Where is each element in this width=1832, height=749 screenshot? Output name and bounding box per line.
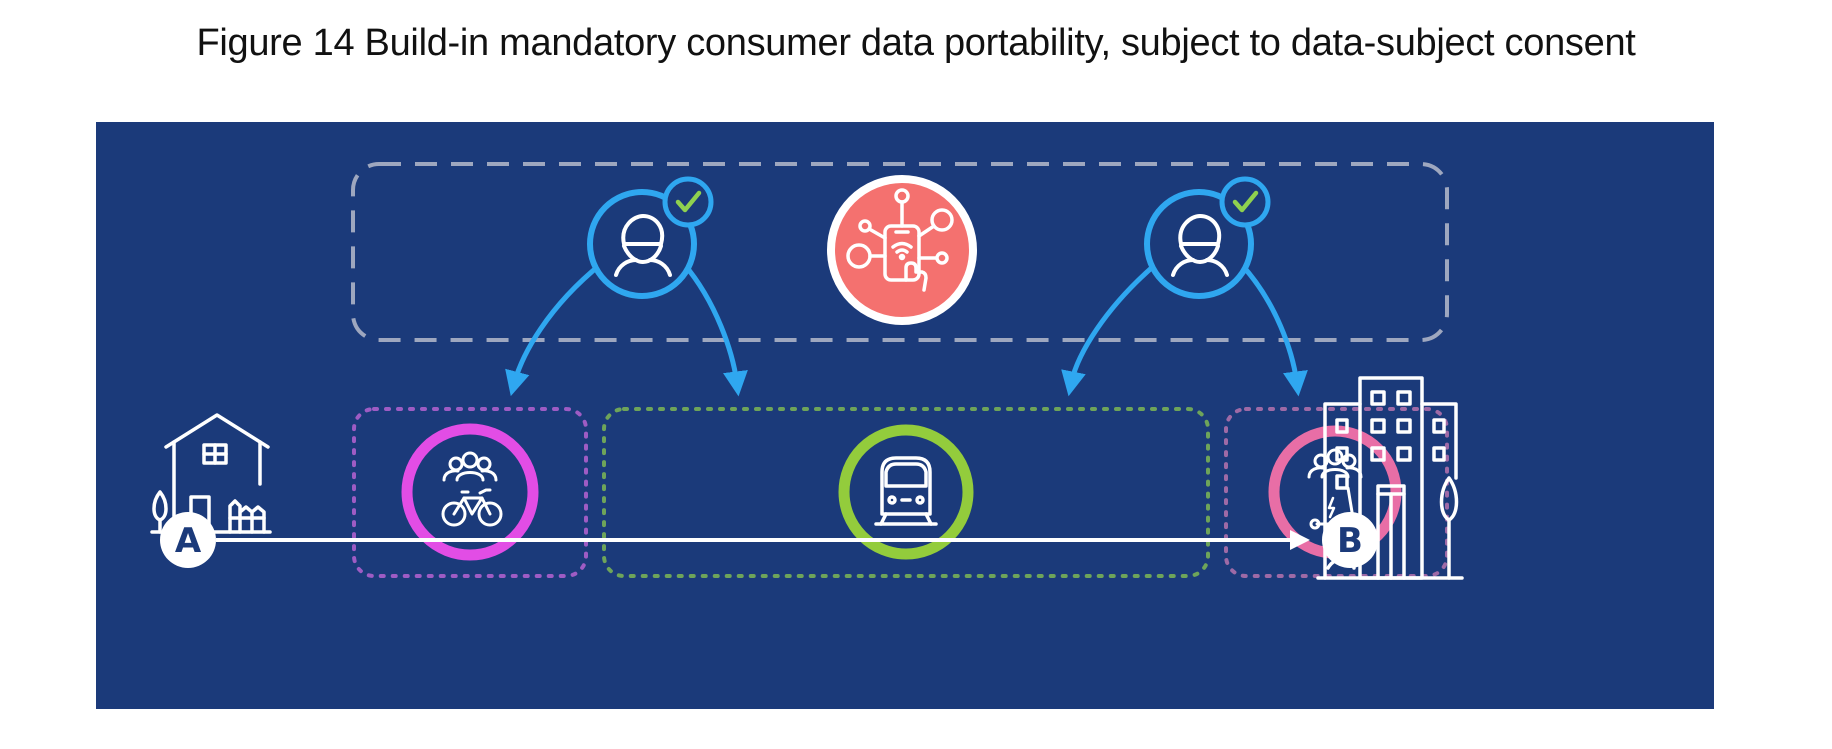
user-consent-icon [587,176,714,299]
bike-zone [352,407,588,578]
start-point-marker: A [160,512,216,568]
consent-arrow-to-scooter [1239,262,1308,397]
start-point-label: A [175,521,202,561]
consent-badge [1219,176,1271,228]
diagram-canvas: A B [96,122,1714,709]
consent-badge [662,176,714,228]
figure-caption: Figure 14 Build-in mandatory consumer da… [196,22,1636,64]
scooter-zone [1224,407,1449,578]
smartphone-data-hub-icon [827,175,977,325]
consent-arrow-to-transit-left [682,262,748,397]
consent-arrow-to-transit-right [1061,262,1158,397]
diagram-panel: A B [96,122,1714,709]
consent-arrow-to-bike [505,262,603,397]
check-icon [675,190,702,213]
office-buildings-icon [1316,376,1464,580]
user-consent-icon [1144,176,1271,299]
check-icon [1232,190,1259,213]
end-point-label: B [1337,521,1363,561]
data-sharing-zone [351,162,1449,342]
end-point-marker: B [1322,512,1378,568]
train-icon [838,424,974,560]
transit-zone [602,407,1210,578]
shared-bike-icon [401,423,539,561]
